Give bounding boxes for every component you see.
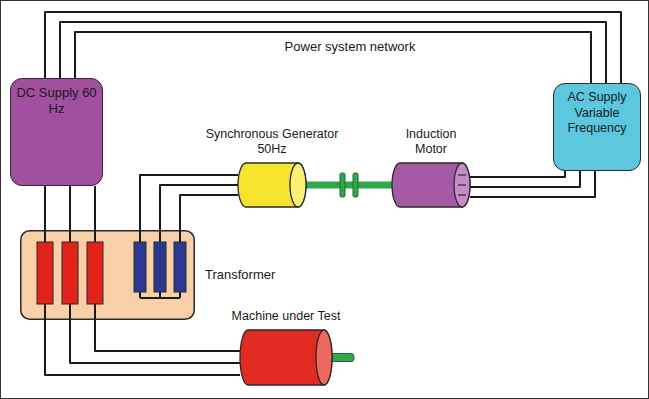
dc-supply-box: DC Supply 60 Hz (10, 78, 103, 186)
secondary-winding (134, 242, 146, 292)
machine-label: Machine under Test (206, 309, 366, 325)
wire (70, 320, 240, 363)
induction-motor: Induction Motor (392, 163, 470, 207)
wire (470, 171, 565, 177)
wire (470, 171, 580, 187)
machine-body (238, 163, 306, 207)
wire (44, 186, 46, 230)
star-point (140, 297, 180, 299)
machine-label: Induction Motor (391, 127, 471, 158)
primary-winding (37, 242, 53, 304)
transformer-housing (21, 231, 195, 320)
primary-winding (62, 242, 78, 304)
cylinder-body (238, 163, 306, 207)
box-text: DC Supply 60 Hz (15, 85, 98, 118)
primary-winding (87, 242, 103, 304)
machine-body (392, 163, 470, 207)
three-phase-line (140, 175, 238, 230)
box-text: AC Supply Variable Frequency (558, 90, 636, 137)
vent (458, 194, 466, 195)
vent (458, 174, 466, 175)
wire (45, 320, 240, 375)
cylinder-face (290, 163, 306, 207)
cylinder-body (392, 163, 470, 207)
ac-supply-box: AC Supply Variable Frequency (553, 83, 641, 171)
coupling-disc (353, 173, 358, 197)
transformer-body (20, 230, 195, 320)
wire (69, 186, 71, 230)
shaft-coupling (306, 173, 392, 197)
edge-label: Power system network (282, 39, 419, 54)
wire (470, 171, 595, 197)
coupling-disc (340, 173, 345, 197)
shaft (306, 182, 392, 189)
three-phase-line (45, 186, 95, 230)
wire (160, 185, 238, 230)
cylinder-face (454, 163, 470, 207)
wire (75, 32, 591, 83)
wire (95, 320, 240, 351)
wire (140, 175, 238, 230)
wire (45, 12, 621, 83)
three-phase-line (470, 171, 595, 197)
vent (458, 184, 466, 185)
wire (180, 195, 238, 230)
machine-under-test: Machine under Test (240, 330, 332, 385)
wire (60, 22, 606, 83)
machine-body (240, 330, 332, 385)
synchronous-generator: Synchronous Generator 50Hz (238, 163, 306, 207)
machine-label: Synchronous Generator 50Hz (197, 127, 347, 158)
secondary-winding (174, 242, 186, 292)
cylinder-body (240, 330, 332, 385)
transformer-label: Transformer (205, 267, 275, 283)
cylinder-face (316, 330, 332, 385)
three-phase-line (45, 320, 240, 375)
transformer: Transformer (20, 230, 195, 320)
secondary-winding (154, 242, 166, 292)
three-phase-line (45, 12, 621, 83)
wire (94, 186, 96, 230)
